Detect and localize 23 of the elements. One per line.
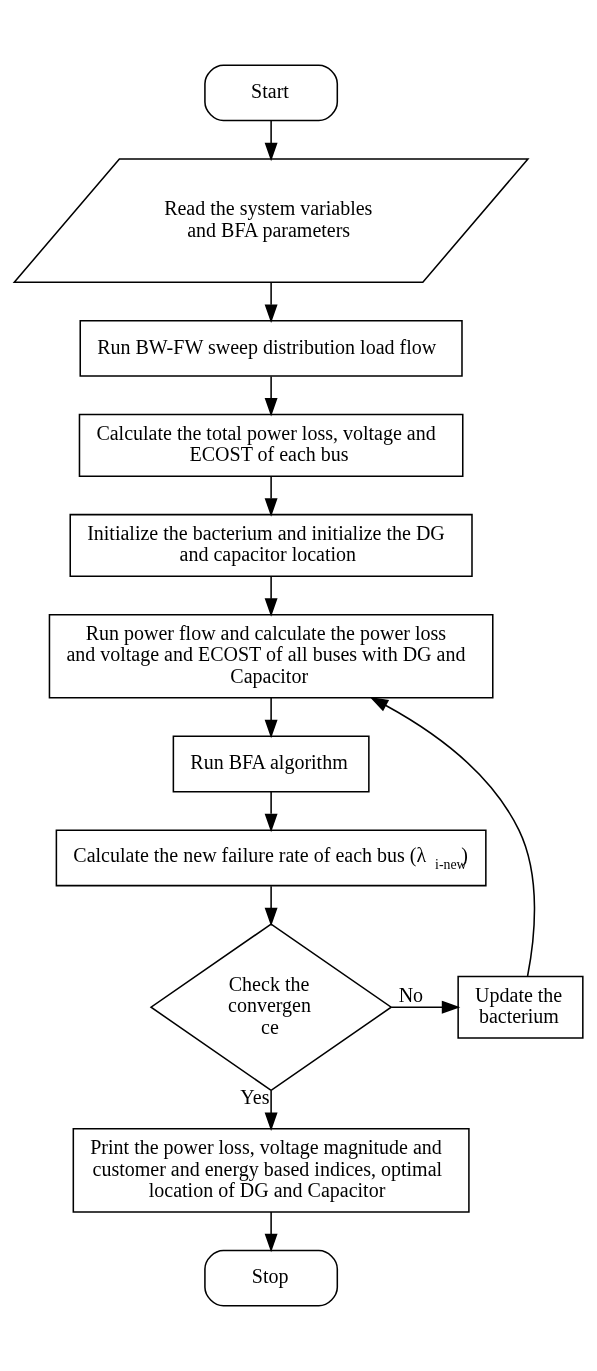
- node-box: Update the bacterium: [457, 975, 584, 1039]
- arrow: [264, 791, 278, 833]
- node-box: Stop: [204, 1249, 339, 1307]
- node-box: Print the power loss, voltage magnitude and customer and energy based indices, optimal location of DG and Capacitor: [72, 1128, 470, 1213]
- node-box: Calculate the total power loss, voltage and ECOST of each bus: [78, 413, 464, 477]
- node-box: Run power flow and calculate the power loss and voltage and ECOST of all buses with DG and Capacitor: [48, 613, 494, 699]
- arrow: [264, 475, 278, 517]
- node-box: Run BFA algorithm: [172, 735, 370, 793]
- arrow: [264, 575, 278, 617]
- arrow: [264, 1211, 278, 1253]
- node-box: Calculate the new failure rate of each bus (λ$_{i-new}$): [55, 829, 487, 887]
- arrow: [264, 120, 278, 162]
- arrow: [264, 375, 278, 417]
- edge-label: No: [398, 983, 424, 1006]
- arrow: [264, 697, 278, 739]
- arrow: [390, 1000, 461, 1014]
- arrow: [264, 1089, 278, 1132]
- node-box: Initialize the bacterium and initialize the DG and capacitor location: [69, 513, 473, 577]
- node-box: Run BW-FW sweep distribution load flow: [79, 319, 463, 377]
- arrow: [369, 696, 536, 977]
- arrow: [264, 885, 278, 927]
- node-box: Start: [204, 64, 339, 122]
- arrow: [264, 281, 278, 323]
